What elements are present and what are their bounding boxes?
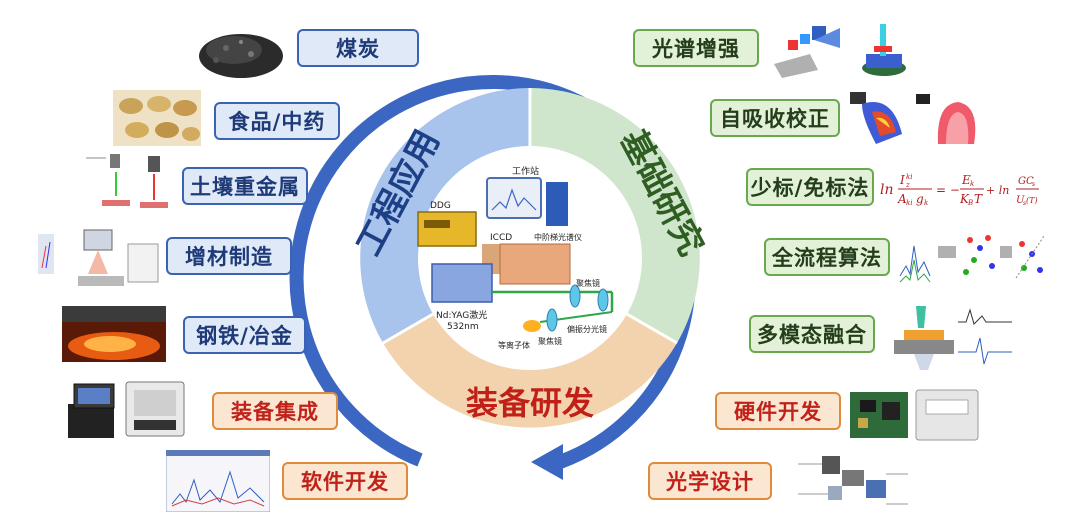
formula-ln: ln: [880, 182, 894, 198]
spectrometer-box: [499, 243, 571, 285]
item-software-development-label: 软件开发: [301, 470, 389, 494]
calibration-formula-icon: ln I ki z A ki g k = − E k K B T + ln GC…: [880, 170, 1040, 214]
item-coal: 煤炭: [297, 29, 419, 67]
formula-den-sub: ki: [906, 199, 912, 207]
label-beam-splitter: 偏振分光镜: [567, 324, 607, 334]
formula-den-g: g: [916, 192, 924, 206]
label-wavelength: 532nm: [447, 322, 479, 332]
additive-manufacturing-icon: [32, 224, 164, 294]
item-self-absorption-correction-label: 自吸收校正: [720, 107, 830, 131]
label-focus-lens-1: 聚焦镜: [576, 278, 600, 288]
formula-svg: ln I ki z A ki g k = − E k K B T + ln GC…: [880, 173, 1039, 207]
item-equipment-integration: 装备集成: [212, 392, 338, 430]
item-soil-metals-label: 土壤重金属: [190, 175, 300, 199]
item-soil-metals: 土壤重金属: [182, 167, 308, 205]
spectral-enhancement-icon: [774, 24, 906, 78]
instrument-icon: [68, 381, 185, 438]
label-workstation: 工作站: [512, 165, 539, 177]
optical-design-icon: [792, 446, 912, 516]
algorithm-chart-icon: [899, 235, 1045, 283]
workstation-tower: [546, 182, 568, 226]
formula-den: A: [897, 192, 907, 206]
item-steel-metallurgy: 钢铁/冶金: [183, 316, 306, 354]
laser-box: [431, 263, 493, 303]
item-additive-manufacturing: 增材制造: [166, 237, 292, 275]
libs-setup-illustration: 工作站 DDG ICCD 中阶梯光谱仪 Nd:YAG激光 532nm 聚焦镜 偏…: [417, 165, 614, 350]
item-software-development: 软件开发: [282, 462, 408, 500]
cycle-arrow-head: [531, 444, 563, 480]
formula-e-den: K: [959, 192, 970, 206]
molten-steel-icon: [62, 306, 166, 362]
item-hardware-development-label: 硬件开发: [734, 400, 822, 424]
formula-r-den: U: [1016, 195, 1025, 206]
ddg-box: [417, 211, 477, 247]
formula-plus-ln: + ln: [986, 184, 1009, 197]
item-coal-label: 煤炭: [336, 37, 380, 61]
item-food-medicine-label: 食品/中药: [228, 110, 326, 134]
label-plasma: 等离子体: [498, 340, 530, 350]
formula-num: I: [899, 173, 905, 187]
item-hardware-development: 硬件开发: [715, 392, 841, 430]
formula-den-g-sub: k: [924, 199, 928, 207]
label-focus-lens-2: 聚焦镜: [538, 336, 562, 346]
self-absorption-icon: [850, 92, 976, 144]
formula-r-num-sub: s: [1032, 181, 1035, 188]
item-full-process-algorithm: 全流程算法: [764, 238, 890, 276]
item-calibration-free: 少标/免标法: [746, 168, 874, 206]
formula-num-sub: z: [905, 181, 910, 189]
formula-e-num-sub: k: [970, 180, 974, 188]
item-spectral-enhancement-label: 光谱增强: [652, 37, 740, 61]
item-optical-design-label: 光学设计: [666, 470, 754, 494]
item-equipment-integration-label: 装备集成: [231, 400, 319, 424]
soil-sample-icon: [76, 150, 180, 220]
label-ddg: DDG: [430, 201, 451, 211]
formula-e-den-sub: B: [967, 199, 973, 207]
label-spectrometer: 中阶梯光谱仪: [534, 232, 582, 242]
plasma-spot: [523, 320, 541, 332]
item-calibration-free-label: 少标/免标法: [750, 176, 870, 200]
coal-pile-icon: [199, 34, 283, 78]
formula-r-den-sub: s: [1023, 200, 1026, 207]
sector-title-equipment: 装备研发: [466, 385, 594, 421]
workstation-monitor: [486, 177, 542, 219]
seeds-icon: [113, 90, 201, 146]
formula-e-num: E: [961, 173, 971, 187]
item-multimodal-fusion-label: 多模态融合: [757, 323, 867, 347]
item-self-absorption-correction: 自吸收校正: [710, 99, 840, 137]
item-multimodal-fusion: 多模态融合: [749, 315, 875, 353]
formula-num-sup: ki: [906, 173, 912, 181]
item-full-process-algorithm-label: 全流程算法: [772, 246, 882, 270]
item-food-medicine: 食品/中药: [214, 102, 340, 140]
formula-e-den-t: T: [974, 192, 983, 206]
software-screen-icon: [166, 450, 270, 512]
item-optical-design: 光学设计: [648, 462, 772, 500]
item-additive-manufacturing-label: 增材制造: [185, 245, 273, 269]
label-iccd: ICCD: [490, 233, 512, 243]
label-laser: Nd:YAG激光: [436, 309, 487, 321]
formula-eq: = −: [936, 183, 960, 197]
formula-r-den-t: (T): [1026, 196, 1038, 205]
item-steel-metallurgy-label: 钢铁/冶金: [196, 324, 293, 348]
multimodal-icon: [894, 306, 1012, 370]
formula-r-num: GC: [1018, 176, 1034, 187]
circuit-board-icon: [850, 389, 979, 441]
item-spectral-enhancement: 光谱增强: [633, 29, 759, 67]
